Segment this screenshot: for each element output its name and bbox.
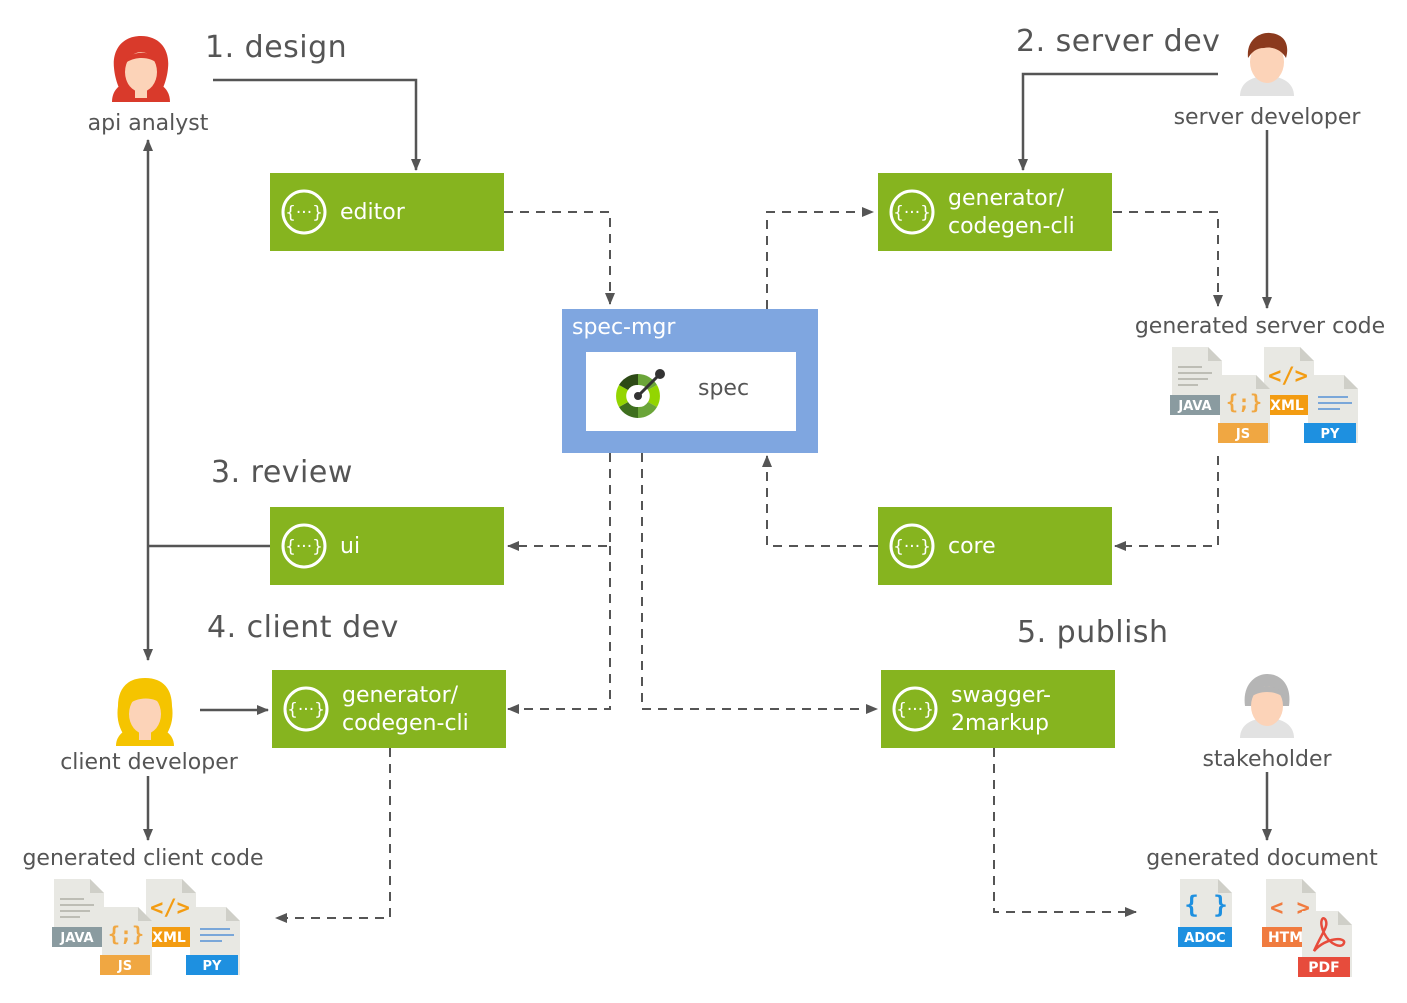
generated-document-label: generated document [1146, 846, 1378, 871]
js-tag: JS [1235, 427, 1250, 442]
svg-text:{···}: {···} [893, 203, 931, 223]
client-generator-label: generator/ codegen-cli [342, 682, 469, 738]
swagger-braces-icon: {···} [283, 686, 329, 732]
server-developer-label: server developer [1173, 105, 1361, 130]
stakeholder-avatar-icon [1240, 674, 1294, 738]
java-tag: JAVA [59, 931, 93, 946]
dashed-clientgen-to-code [275, 748, 391, 923]
server-generator-label-line2: codegen-cli [948, 214, 1075, 239]
spec-box: spec [586, 352, 796, 431]
ui-label-line: ui [340, 534, 361, 559]
java-tag: JAVA [1177, 399, 1211, 414]
step-design-label: 1. design [205, 30, 348, 65]
editor-box: {···} editor [270, 173, 504, 251]
swagger2markup-label: swagger- 2markup [951, 682, 1051, 738]
generated-client-code-label: generated client code [22, 846, 264, 871]
swagger2markup-label-line2: 2markup [951, 711, 1049, 736]
py-tag: PY [1321, 427, 1341, 442]
spec-mgr-box: spec-mgr spec [562, 309, 818, 453]
adoc-tag: ADOC [1184, 931, 1225, 946]
dashed-generator-to-servercode [1113, 211, 1223, 307]
swagger2markup-box: {···} swagger- 2markup [881, 670, 1115, 748]
dashed-spec-to-swagger2markup [641, 453, 878, 714]
step-server-dev-label: 2. server dev [1016, 24, 1221, 59]
api-analyst-avatar-icon [112, 36, 170, 102]
arrow-design-to-editor [213, 78, 421, 171]
svg-text:{;}: {;} [1226, 390, 1262, 414]
dashed-swagger2markup-to-doc [993, 748, 1137, 917]
xml-tag: XML [152, 930, 186, 946]
swagger-braces-icon: {···} [281, 523, 327, 569]
xml-tag: XML [1270, 398, 1304, 414]
openapi-logo-icon [616, 369, 665, 418]
editor-label: editor [340, 199, 405, 227]
js-tag: JS [117, 959, 132, 974]
svg-text:</>: </> [1268, 364, 1308, 389]
spec-label: spec [698, 376, 750, 401]
svg-text:{;}: {;} [108, 922, 144, 946]
server-code-files-icon: JAVA </> XML {;} JS PY [1170, 347, 1358, 443]
svg-text:{···}: {···} [896, 700, 934, 720]
server-generator-label-line1: generator/ [948, 186, 1065, 211]
swagger-braces-icon: {···} [889, 189, 935, 235]
core-label-line: core [948, 534, 996, 559]
swagger-braces-icon: {···} [892, 686, 938, 732]
server-generator-label: generator/ codegen-cli [948, 185, 1075, 241]
core-box: {···} core [878, 507, 1112, 585]
core-label: core [948, 533, 996, 561]
arrow-serverdev-to-generator [1018, 72, 1218, 171]
client-developer-avatar-icon [116, 678, 174, 746]
spec-mgr-title: spec-mgr [572, 315, 676, 340]
dashed-servercode-to-core [1114, 456, 1219, 551]
client-generator-label-line1: generator/ [342, 683, 459, 708]
step-review-label: 3. review [211, 455, 353, 490]
server-developer-avatar-icon [1240, 32, 1294, 96]
client-generator-box: {···} generator/ codegen-cli [272, 670, 506, 748]
svg-text:{···}: {···} [287, 700, 325, 720]
svg-text:{ }: { } [1184, 891, 1227, 919]
pdf-tag: PDF [1308, 960, 1339, 976]
svg-text:</>: </> [150, 896, 190, 921]
document-files-icon: { } ADOC < > HTML PDF [1178, 879, 1352, 977]
svg-text:{···}: {···} [285, 537, 323, 557]
client-developer-label: client developer [60, 750, 238, 775]
step-client-dev-label: 4. client dev [207, 610, 399, 645]
dashed-spec-to-clientgen [507, 546, 611, 714]
py-tag: PY [203, 959, 223, 974]
dashed-editor-to-spec [504, 211, 615, 305]
ui-label: ui [340, 533, 360, 561]
dashed-spec-to-ui [507, 453, 611, 551]
swagger-braces-icon: {···} [281, 189, 327, 235]
swagger-braces-icon: {···} [889, 523, 935, 569]
dashed-core-to-spec [762, 455, 878, 547]
stakeholder-label: stakeholder [1202, 747, 1332, 772]
server-generator-box: {···} generator/ codegen-cli [878, 173, 1112, 251]
swagger2markup-label-line1: swagger- [951, 683, 1051, 708]
ui-box: {···} ui [270, 507, 504, 585]
client-generator-label-line2: codegen-cli [342, 711, 469, 736]
api-analyst-label: api analyst [87, 111, 209, 136]
svg-text:{···}: {···} [285, 203, 323, 223]
generated-server-code-label: generated server code [1134, 314, 1386, 339]
editor-label-line: editor [340, 200, 405, 225]
client-code-files-icon: JAVA </> XML {;} JS PY [52, 879, 240, 975]
html-tag: HTML [1268, 930, 1312, 946]
dashed-spec-to-generator [766, 207, 874, 309]
svg-text:{···}: {···} [893, 537, 931, 557]
step-publish-label: 5. publish [1017, 615, 1169, 650]
